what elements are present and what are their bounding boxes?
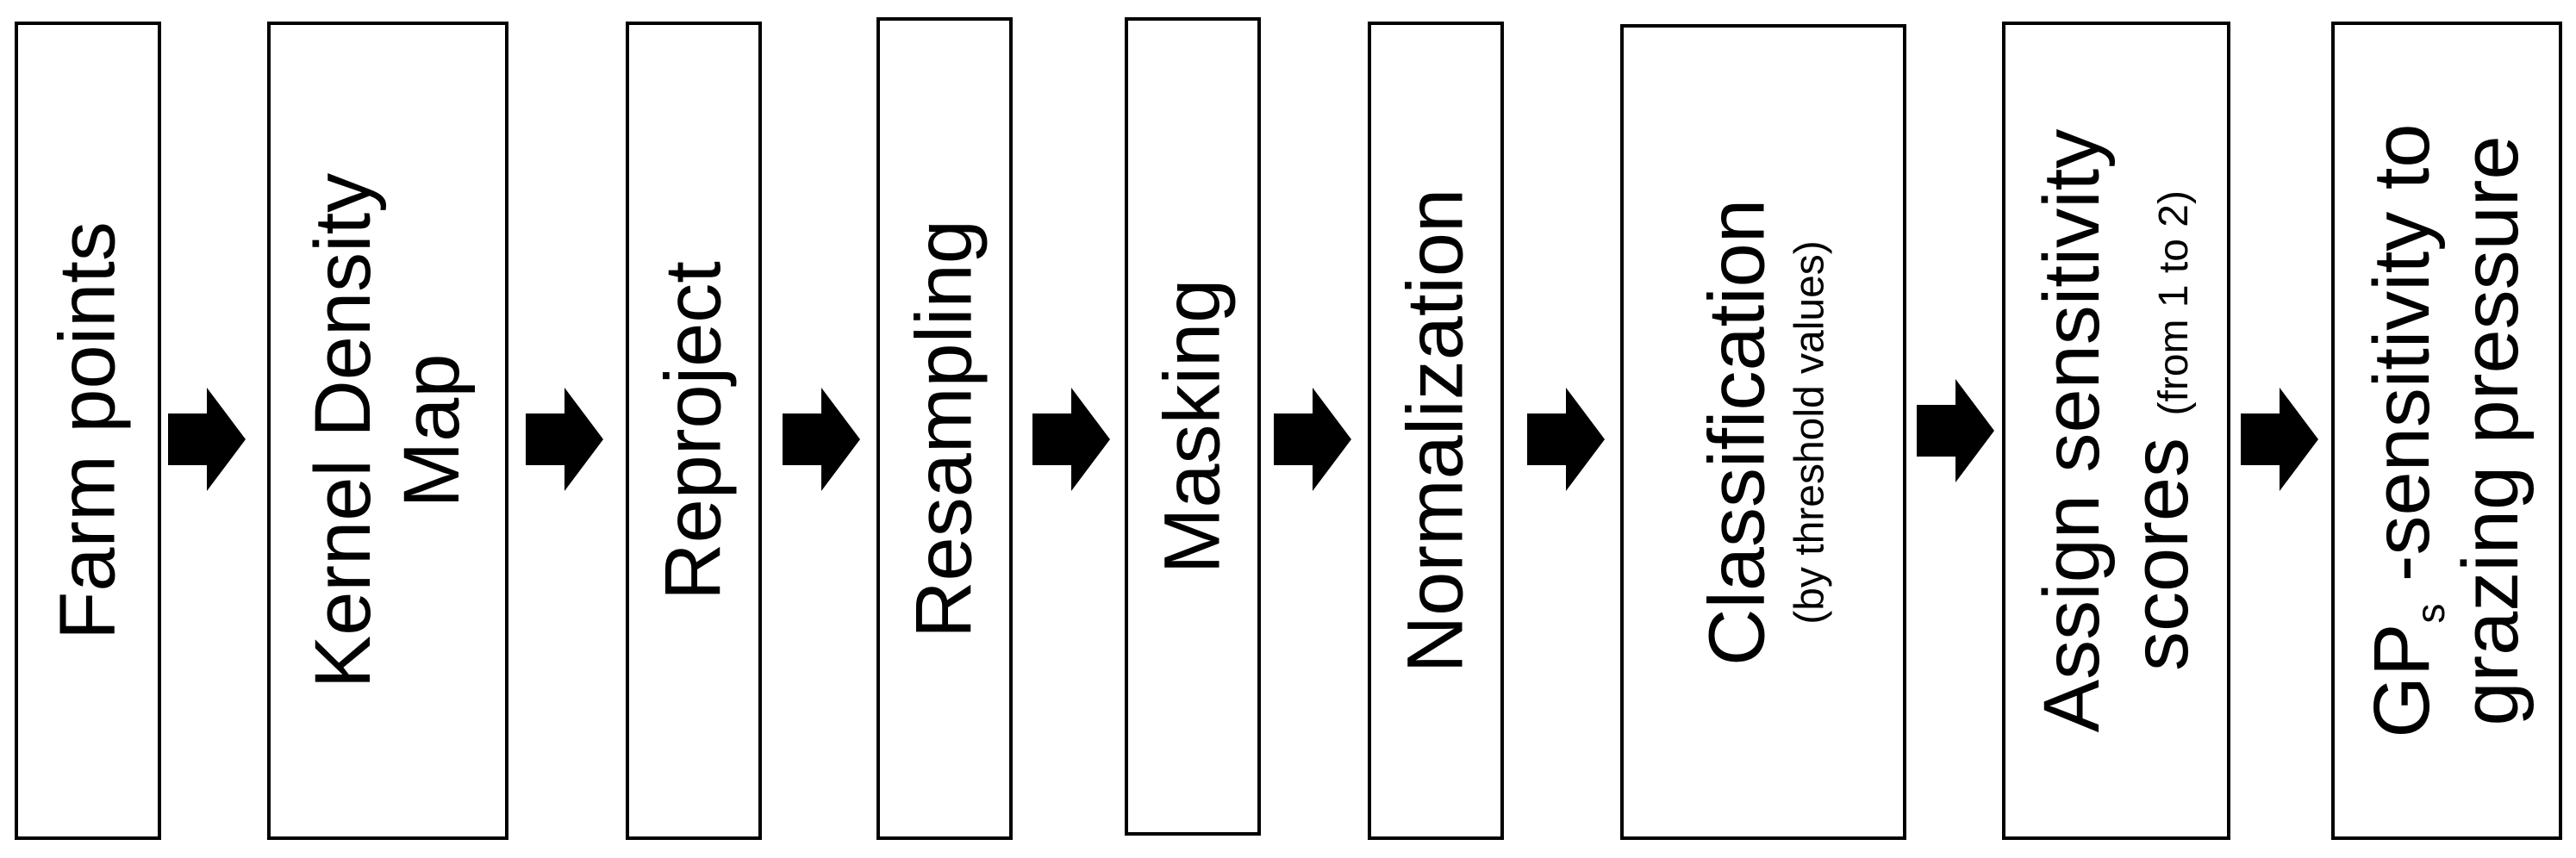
step-label-line-2: grazing pressure [2447,135,2535,726]
step-label-line-2: Map [388,353,476,508]
right-arrow-icon [1032,388,1110,491]
step-reproject: Reproject [626,22,762,840]
step-label: Reproject [649,261,738,600]
step-note: (by threshold values) [1787,239,1833,625]
step-label-line-1: GPs -sensitivity to [2357,123,2453,738]
step-resampling: Resampling [876,17,1013,840]
step-label: Resampling [900,219,989,638]
step-label: Masking [1148,278,1237,575]
step-farm-points: Farm points [15,22,161,840]
step-assign-sensitivity-scores: Assign sensitivity scores (from 1 to 2) [2002,22,2230,840]
step-label: Classification [1693,198,1781,666]
step-masking: Masking [1125,17,1261,836]
step-label-line-2: scores (from 1 to 2) [2117,129,2205,732]
right-arrow-icon [1917,379,1994,482]
step-label-line-1: Assign sensitivity [2027,128,2116,733]
step-kernel-density-map: Kernel Density Map [267,22,508,840]
step-label-line-1: Kernel Density [298,172,387,689]
gp-label-rest: -sensitivity to [2357,123,2446,582]
step-label: Farm points [43,221,132,640]
right-arrow-icon [1527,388,1605,491]
step-classification: Classification (by threshold values) [1620,24,1906,840]
right-arrow-icon [783,388,860,491]
right-arrow-icon [2241,388,2318,491]
step-gps-sensitivity: GPs -sensitivity to grazing pressure [2331,22,2562,840]
step-label-score-range: (from 1 to 2) [2150,190,2197,416]
gp-label: GP [2357,623,2446,738]
right-arrow-icon [526,388,603,491]
right-arrow-icon [168,388,246,491]
step-normalization: Normalization [1368,22,1504,840]
step-label-scores: scores [2116,438,2205,671]
right-arrow-icon [1274,388,1351,491]
step-label: Normalization [1391,188,1480,674]
